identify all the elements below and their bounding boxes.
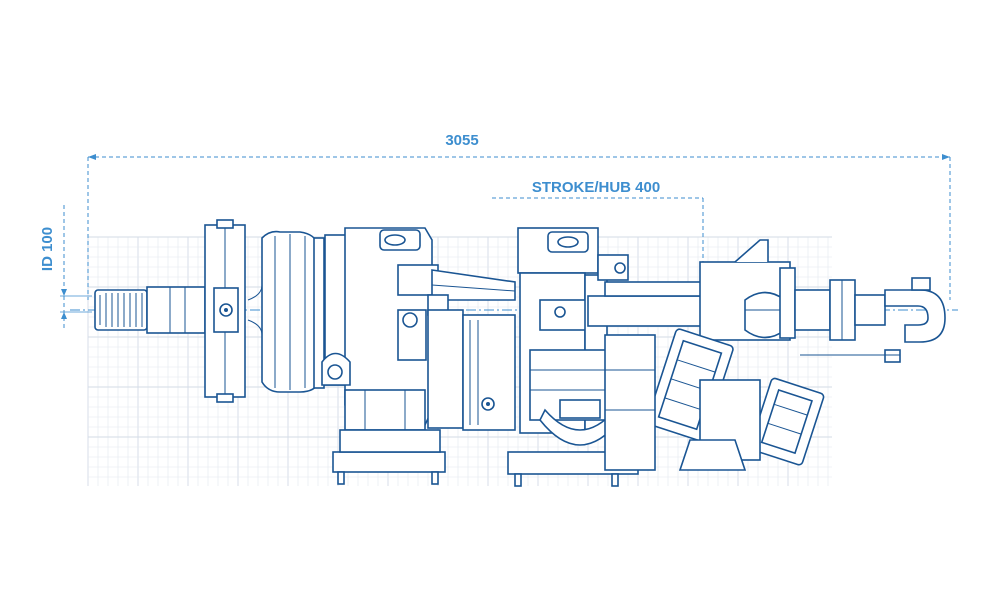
inner-diameter-label: ID 100 xyxy=(39,227,56,271)
flange-plate xyxy=(204,219,246,403)
gearbox-housing-1 xyxy=(321,227,446,485)
stroke-dimension: STROKE/HUB 400 xyxy=(492,179,704,262)
inner-diameter-dimension: ID 100 xyxy=(39,205,92,328)
hydraulic-cylinder xyxy=(699,239,796,341)
clutch-drum xyxy=(427,309,516,431)
swivel-elbow xyxy=(794,277,946,363)
gearbox-housing-2 xyxy=(507,227,639,487)
drive-module-2 xyxy=(749,377,825,466)
input-shaft xyxy=(94,286,206,334)
overall-length-label: 3055 xyxy=(445,132,478,149)
overall-length-dimension: 3055 xyxy=(87,132,951,300)
drive-module-1-base xyxy=(604,334,656,471)
stroke-label: STROKE/HUB 400 xyxy=(532,179,660,196)
gear-ring xyxy=(247,230,325,393)
machine-assembly xyxy=(94,219,946,487)
